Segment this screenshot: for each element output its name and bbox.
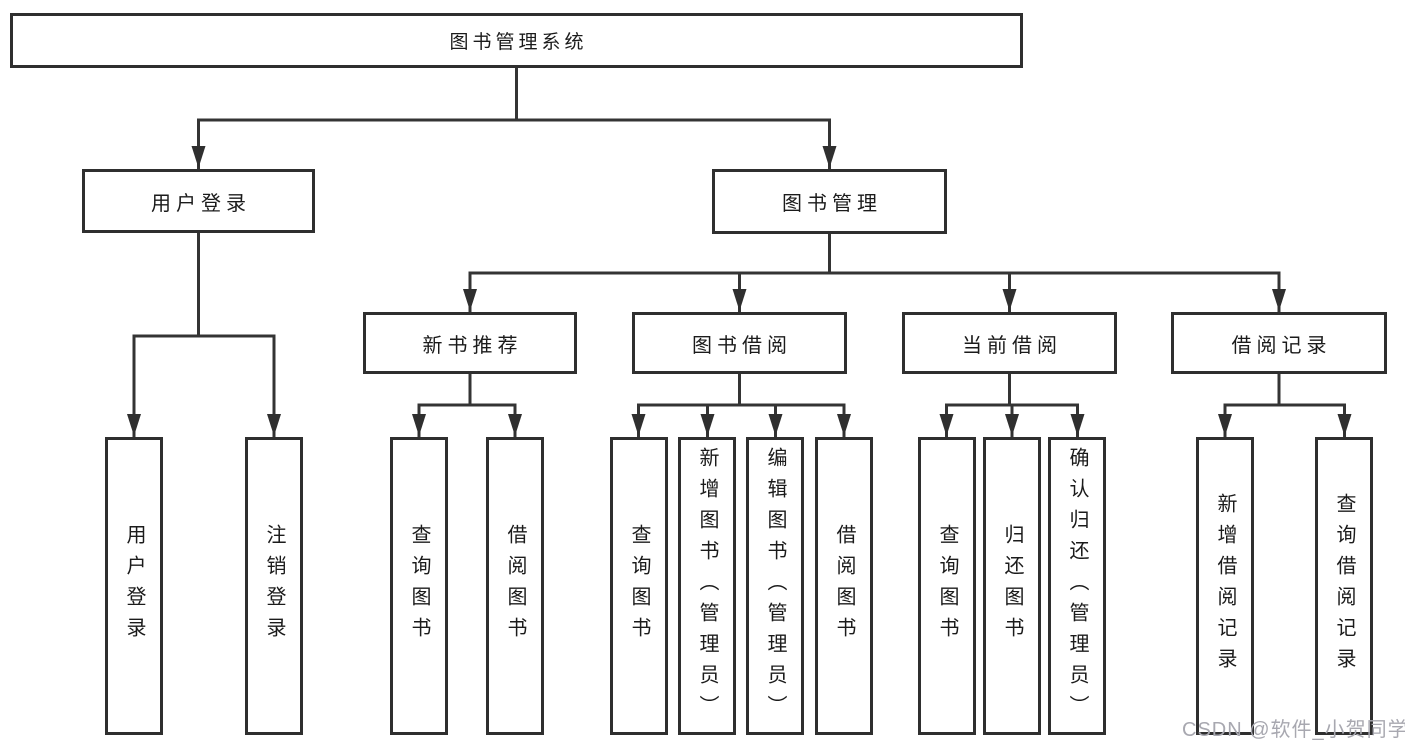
leaf-query-borrow-record: 查询借阅记录 <box>1315 437 1373 735</box>
node-user-login: 用户登录 <box>82 169 315 233</box>
node-user-login-label: 用户登录 <box>151 192 251 215</box>
leaf-borrowing-borrow-books: 借阅图书 <box>815 437 873 735</box>
node-root-label: 图书管理系统 <box>449 32 588 53</box>
leaf-newbook-borrow-books: 借阅图书 <box>486 437 544 735</box>
connector-book-management-children <box>463 232 1286 313</box>
connector-borrowing-records-children <box>1218 372 1352 438</box>
leaf-add-borrow-record: 新增借阅记录 <box>1196 437 1254 735</box>
leaf-add-books-admin: 新增图书（管理员） <box>678 437 736 735</box>
node-borrowing-records: 借阅记录 <box>1171 312 1387 374</box>
connector-book-borrowing-children <box>631 372 851 438</box>
node-book-management: 图书管理 <box>712 169 947 234</box>
leaf-add-borrow-record-label: 新增借阅记录 <box>1214 493 1236 679</box>
connector-current-borrowing-children <box>939 372 1085 438</box>
leaf-edit-books-admin: 编辑图书（管理员） <box>746 437 804 735</box>
leaf-add-books-admin-label: 新增图书（管理员） <box>696 446 718 726</box>
leaf-newbook-query-books: 查询图书 <box>390 437 448 735</box>
node-new-book-recommendation: 新书推荐 <box>363 312 577 374</box>
leaf-user-login: 用户登录 <box>105 437 163 735</box>
connector-root-to-level1 <box>191 66 837 170</box>
node-root: 图书管理系统 <box>10 13 1023 68</box>
leaf-logout-login-label: 注销登录 <box>263 524 285 648</box>
leaf-user-login-label: 用户登录 <box>123 524 145 648</box>
leaf-query-borrow-record-label: 查询借阅记录 <box>1333 493 1355 679</box>
leaf-current-query-books: 查询图书 <box>918 437 976 735</box>
node-new-book-recommendation-label: 新书推荐 <box>422 334 523 357</box>
leaf-newbook-borrow-books-label: 借阅图书 <box>504 524 526 648</box>
leaf-confirm-return-admin-label: 确认归还（管理员） <box>1066 446 1088 726</box>
leaf-borrowing-borrow-books-label: 借阅图书 <box>833 524 855 648</box>
node-current-borrowing-label: 当前借阅 <box>962 334 1062 357</box>
node-book-management-label: 图书管理 <box>782 193 882 215</box>
connector-user-login-children <box>127 231 281 438</box>
watermark: CSDN @软件_小贺同学 <box>1182 719 1405 741</box>
connector-new-book-children <box>412 372 522 438</box>
leaf-edit-books-admin-label: 编辑图书（管理员） <box>764 446 786 726</box>
node-book-borrowing: 图书借阅 <box>632 312 847 374</box>
leaf-return-books: 归还图书 <box>983 437 1041 735</box>
leaf-borrowing-query-books: 查询图书 <box>610 437 668 735</box>
node-borrowing-records-label: 借阅记录 <box>1231 334 1332 357</box>
leaf-current-query-books-label: 查询图书 <box>936 524 958 648</box>
leaf-return-books-label: 归还图书 <box>1001 524 1023 648</box>
node-book-borrowing-label: 图书借阅 <box>692 334 792 357</box>
leaf-confirm-return-admin: 确认归还（管理员） <box>1048 437 1106 735</box>
leaf-newbook-query-books-label: 查询图书 <box>408 524 430 648</box>
leaf-borrowing-query-books-label: 查询图书 <box>628 524 650 648</box>
leaf-logout-login: 注销登录 <box>245 437 303 735</box>
node-current-borrowing: 当前借阅 <box>902 312 1117 374</box>
